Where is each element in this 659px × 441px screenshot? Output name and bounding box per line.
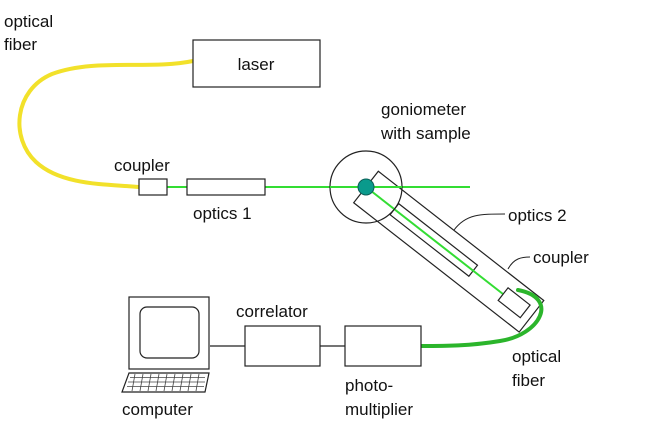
optical-fiber-bottom-label-1: optical [512, 347, 561, 366]
optical-fiber-top-label-2: fiber [4, 35, 37, 54]
optics-2-label: optics 2 [508, 206, 567, 225]
sample-dot [357, 178, 375, 196]
computer-screen [139, 306, 200, 359]
optical-fiber-top-label-1: optical [4, 12, 53, 31]
laser-box [192, 39, 321, 88]
coupler-right-box [497, 286, 531, 319]
photomultiplier-box [344, 325, 422, 367]
optical-fiber-green [419, 288, 544, 348]
optics-2-leader [453, 213, 506, 231]
optical-fiber-bottom-label-2: fiber [512, 371, 545, 390]
coupler-left-box [138, 178, 168, 196]
keyboard-keys [127, 373, 205, 392]
optics-1-box [186, 178, 266, 196]
optics-1-label: optics 1 [193, 204, 252, 223]
coupler-right-leader [507, 256, 531, 270]
photomultiplier-label-2: multiplier [345, 400, 413, 419]
correlator-box [244, 325, 321, 367]
detection-arm [352, 170, 545, 333]
correlator-label: correlator [236, 302, 308, 321]
photomultiplier-label-1: photo- [345, 376, 393, 395]
coupler-right-label: coupler [533, 248, 589, 267]
optical-fiber-yellow [17, 59, 195, 189]
laser-label: laser [238, 55, 275, 74]
goniometer-label-2: with sample [380, 124, 471, 143]
scattered-beam [365, 186, 504, 295]
computer-label: computer [122, 400, 193, 419]
computer-icon [121, 296, 210, 393]
goniometer-label-1: goniometer [381, 100, 466, 119]
coupler-left-label: coupler [114, 156, 170, 175]
